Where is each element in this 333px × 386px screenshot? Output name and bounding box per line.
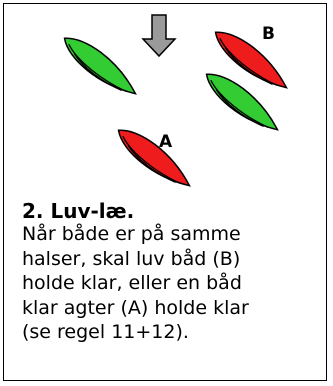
rule-line-1: Når både er på samme <box>22 223 241 245</box>
rule-heading: 2. Luv-læ. <box>22 199 135 223</box>
red-boat-b <box>207 22 295 98</box>
green-boat-right <box>198 64 286 140</box>
rule-line-4: klar agter (A) holde klar <box>22 296 249 319</box>
rule-description: Når både er på samme halser, skal luv bå… <box>22 222 322 345</box>
down-arrow-icon <box>141 14 177 58</box>
rule-line-5: (se regel 11+12). <box>22 321 189 343</box>
green-boat-left <box>56 28 144 104</box>
boat-label-a: A <box>159 132 173 152</box>
boat-label-b: B <box>262 24 275 44</box>
rule-line-2: halser, skal luv båd (B) <box>22 247 241 270</box>
rule-line-3: holde klar, eller en båd <box>22 272 242 294</box>
red-boat-a <box>110 120 198 196</box>
